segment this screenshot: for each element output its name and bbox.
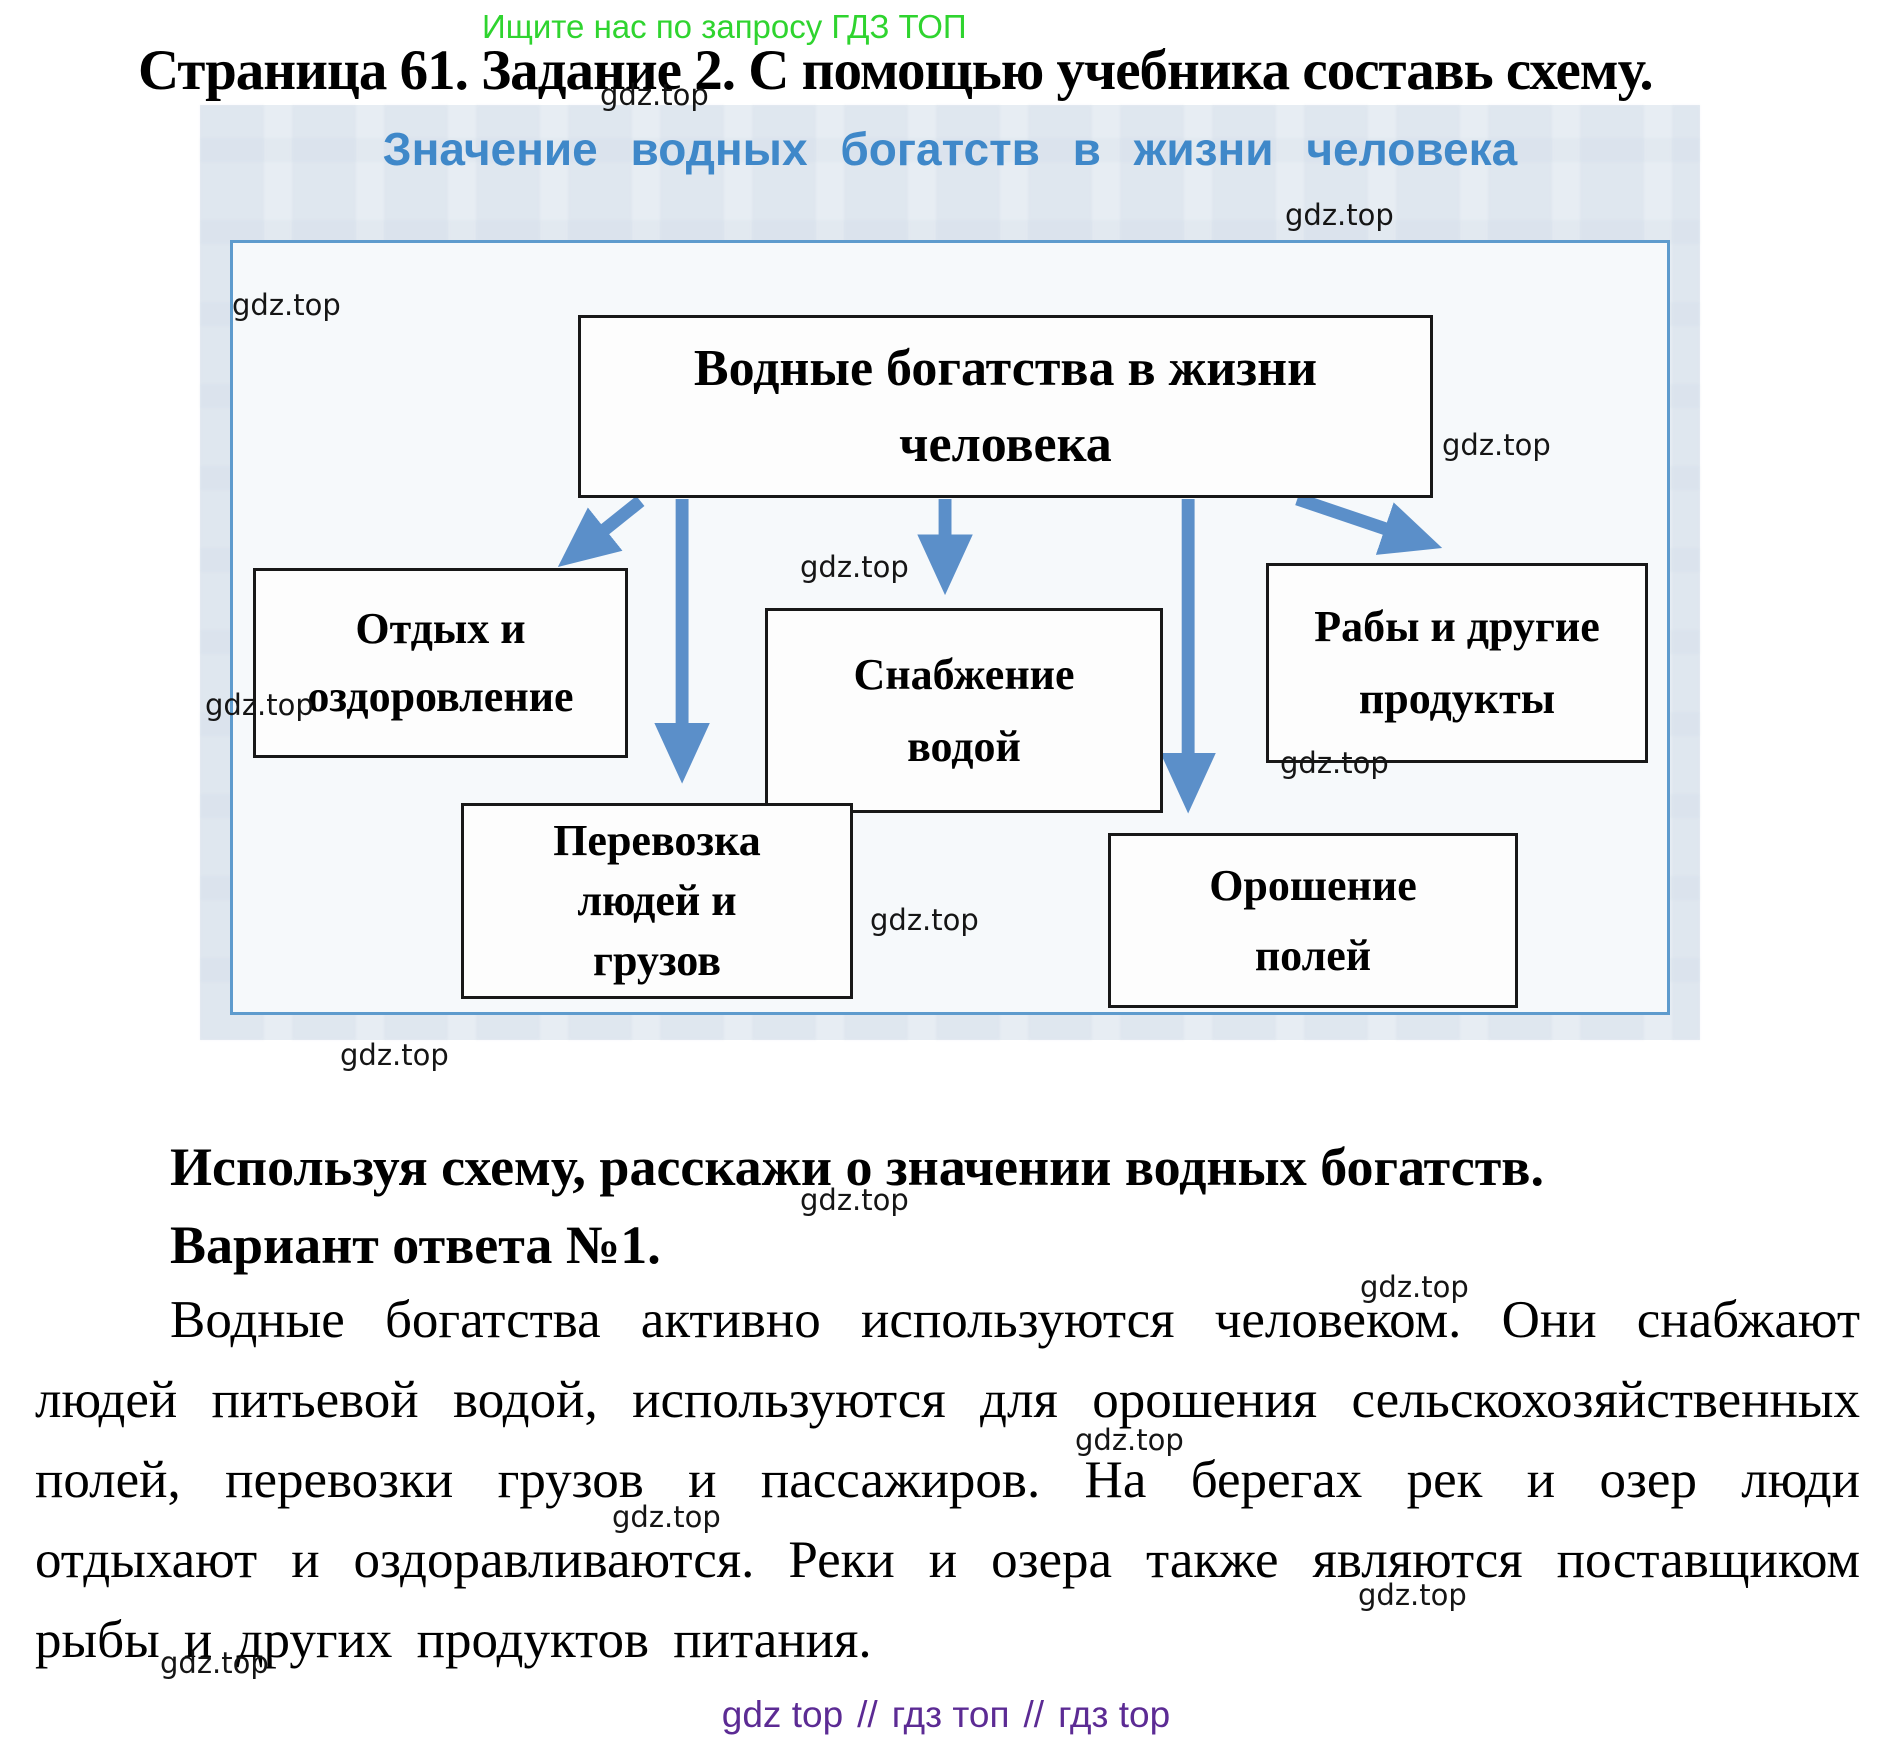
diagram-root-box: Водные богатства в жизни человека bbox=[578, 315, 1433, 498]
watermark-text: gdz.top bbox=[1442, 428, 1551, 462]
watermark-text: gdz.top bbox=[1280, 746, 1389, 780]
footer-separator: // bbox=[1023, 1694, 1045, 1735]
diagram-area: Водные богатства в жизни человека Отдых … bbox=[230, 240, 1670, 1015]
footer-link-3[interactable]: гдз top bbox=[1058, 1694, 1171, 1735]
promo-banner: Ищите нас по запросу ГДЗ ТОП bbox=[482, 8, 967, 45]
watermark-text: gdz.top bbox=[600, 78, 709, 112]
arrow-to-fish bbox=[1295, 492, 1443, 555]
diagram-box-fish-products: Рабы и другие продукты bbox=[1266, 563, 1648, 763]
diagram-arrows bbox=[557, 492, 1443, 814]
arrow-to-recreation bbox=[557, 495, 645, 568]
watermark-text: gdz.top bbox=[870, 903, 979, 937]
watermark-text: gdz.top bbox=[612, 1500, 721, 1534]
task-instruction: Используя схему, расскажи о значении вод… bbox=[170, 1137, 1544, 1197]
watermark-text: gdz.top bbox=[340, 1038, 449, 1072]
footer-link-2[interactable]: гдз топ bbox=[891, 1694, 1010, 1735]
page-title: Страница 61. Задание 2. С помощью учебни… bbox=[138, 39, 1654, 102]
textbook-scan: Значение водных богатств в жизни человек… bbox=[200, 105, 1700, 1040]
watermark-text: gdz.top bbox=[232, 288, 341, 322]
diagram-box-transport: Перевозка людей и грузов bbox=[461, 803, 853, 999]
watermark-text: gdz.top bbox=[800, 550, 909, 584]
diagram-box-recreation: Отдых и оздоровление bbox=[253, 568, 628, 758]
watermark-text: gdz.top bbox=[160, 1646, 269, 1680]
footer-links: gdz top // гдз топ // гдз top bbox=[0, 1694, 1892, 1736]
watermark-text: gdz.top bbox=[205, 688, 314, 722]
diagram-box-irrigation: Орошение полей bbox=[1108, 833, 1518, 1008]
watermark-text: gdz.top bbox=[1075, 1423, 1184, 1457]
answer-variant-label: Вариант ответа №1. bbox=[170, 1215, 661, 1275]
watermark-text: gdz.top bbox=[800, 1183, 909, 1217]
watermark-text: gdz.top bbox=[1358, 1578, 1467, 1612]
diagram-title: Значение водных богатств в жизни человек… bbox=[382, 123, 1518, 175]
answer-paragraph: Водные богатства активно используются че… bbox=[35, 1291, 1860, 1669]
watermark-text: gdz.top bbox=[1360, 1270, 1469, 1304]
footer-link-1[interactable]: gdz top bbox=[721, 1694, 844, 1735]
watermark-text: gdz.top bbox=[1285, 198, 1394, 232]
diagram-box-water-supply: Снабжение водой bbox=[765, 608, 1163, 813]
footer-separator: // bbox=[857, 1694, 878, 1735]
